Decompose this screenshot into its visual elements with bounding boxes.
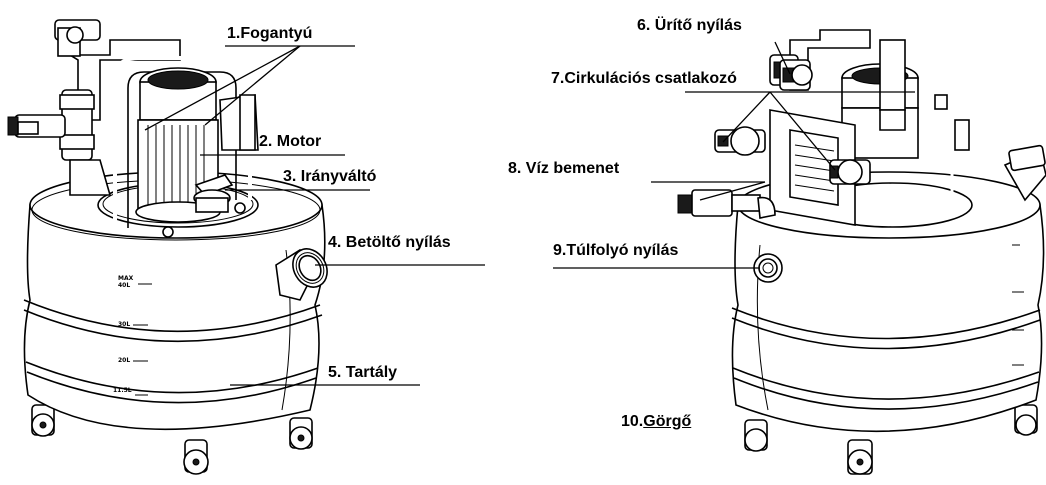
right-water-inlet xyxy=(677,189,776,219)
left-motor xyxy=(135,67,259,223)
label-wheel-word: Görgő xyxy=(643,413,692,430)
left-fill-port xyxy=(275,248,328,301)
level-30-label: 30L xyxy=(118,321,130,328)
label-motor: 2. Motor xyxy=(259,133,322,150)
right-controller xyxy=(769,109,856,226)
leader-lines xyxy=(144,41,915,386)
label-water-inlet: 8. Víz bemenet xyxy=(508,160,620,177)
right-level-marks xyxy=(1012,244,1024,366)
label-tank: 5. Tartály xyxy=(328,364,398,381)
right-fill-port xyxy=(1003,144,1046,202)
right-circulation-connectors xyxy=(714,126,871,185)
label-circulation: 7.Cirkulációs csatlakozó xyxy=(551,70,737,87)
left-wheels xyxy=(31,404,313,475)
label-handle: 1.Fogantyú xyxy=(227,25,313,42)
label-drain-port: 6. Ürítő nyílás xyxy=(637,17,742,34)
label-overflow: 9.Túlfolyó nyílás xyxy=(553,242,679,259)
right-unit-illustration xyxy=(677,29,1046,475)
right-wheels xyxy=(744,404,1038,475)
left-unit-illustration: MAX 40L 30L 20L 11.5L xyxy=(7,19,328,475)
level-11-label: 11.5L xyxy=(113,387,132,394)
left-level-marks: MAX 40L 30L 20L 11.5L xyxy=(113,275,152,396)
label-wheel-number: 10. xyxy=(621,413,644,430)
level-max-label: MAX xyxy=(118,275,134,282)
level-40-label: 40L xyxy=(118,282,130,289)
left-valve xyxy=(162,174,246,238)
right-pipes xyxy=(769,29,970,151)
right-drain-port xyxy=(779,59,813,91)
label-wheel: 10.Görgő xyxy=(621,413,691,431)
level-20-label: 20L xyxy=(118,357,130,364)
label-fill-port: 4. Betöltő nyílás xyxy=(328,234,451,251)
label-valve: 3. Irányváltó xyxy=(283,168,377,185)
